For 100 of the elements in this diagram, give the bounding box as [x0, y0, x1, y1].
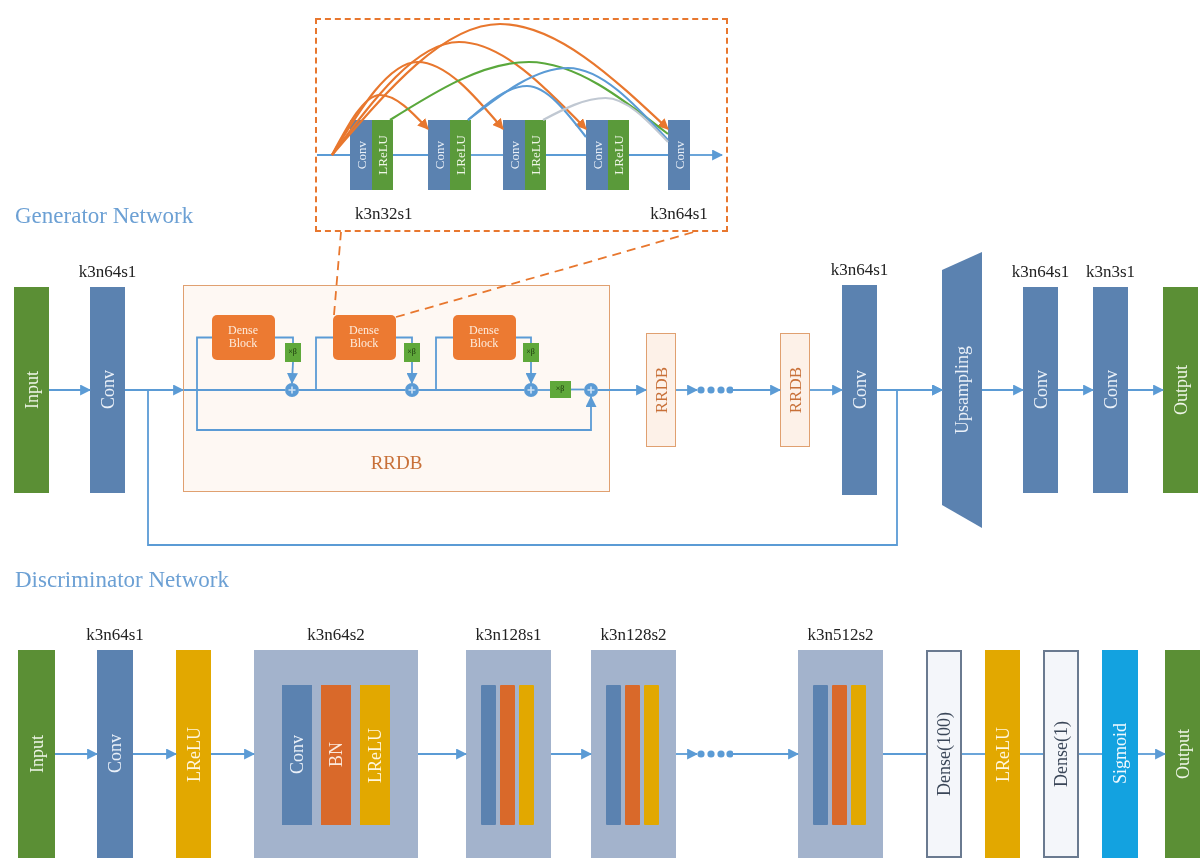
layer-label: Dense(100)	[935, 712, 953, 796]
connector-line	[274, 336, 294, 344]
layer-spec-label: k3n64s1	[650, 204, 708, 224]
rrdb-container	[183, 285, 610, 492]
connector-line	[570, 388, 585, 391]
activation-layer	[608, 120, 629, 190]
layer-label: ×β	[288, 347, 297, 357]
layer-label: RRDB	[786, 366, 804, 414]
layer-label: Conv	[288, 735, 306, 775]
arrow	[675, 384, 699, 396]
layer-label: Output	[1171, 365, 1190, 415]
curved-line	[542, 96, 669, 143]
input-block	[18, 650, 55, 858]
layer-spec-label: k3n32s1	[355, 204, 413, 224]
dense-block	[332, 314, 396, 360]
connector-line	[537, 389, 551, 391]
layer-label: Conv	[672, 140, 686, 170]
layer-label: LReLU	[993, 726, 1012, 782]
arrow	[689, 149, 724, 161]
sum-node	[523, 382, 538, 397]
arrow	[48, 384, 92, 396]
arrow	[132, 748, 178, 760]
curved-arrow	[331, 40, 587, 156]
arrow	[809, 384, 844, 396]
activation-bar	[851, 685, 866, 825]
arrow	[210, 748, 256, 760]
layer-label: Conv	[106, 734, 124, 774]
rrdb-block	[646, 333, 676, 447]
activation-bar	[519, 685, 534, 825]
arrow	[54, 748, 99, 760]
layer-label: Dense(1)	[1052, 721, 1070, 787]
sum-node	[284, 382, 299, 397]
connector-line	[882, 753, 927, 755]
arrow	[406, 361, 418, 385]
layer-label: Conv	[507, 140, 521, 170]
layer-spec-label: k3n64s1	[78, 262, 137, 282]
scale-box	[522, 342, 539, 362]
section-title: Generator Network	[15, 203, 194, 229]
leader-line	[333, 231, 695, 318]
sum-node	[404, 382, 419, 397]
connector-line	[961, 753, 986, 755]
arrow	[1057, 384, 1095, 396]
output-block	[1165, 650, 1200, 858]
connector-line	[316, 154, 351, 156]
connector-line	[395, 336, 413, 344]
arrow	[287, 361, 298, 385]
upsampling-layer	[942, 252, 982, 528]
dense-layer	[1043, 650, 1079, 858]
connector-line	[545, 154, 587, 156]
arrow	[981, 384, 1025, 396]
curved-arrow	[331, 22, 669, 156]
layer-label: Conv	[1031, 370, 1050, 410]
arrow	[417, 748, 468, 760]
connector-line	[418, 389, 525, 391]
curved-line	[467, 66, 669, 141]
layer-label: BN	[327, 742, 345, 768]
layer-label: LReLU	[376, 135, 389, 175]
layer-label: Dense Block	[348, 324, 380, 350]
activation-layer	[176, 650, 211, 858]
conv-layer	[428, 120, 450, 190]
batchnorm-bar	[500, 685, 515, 825]
connector-line	[470, 154, 504, 156]
arrow	[1137, 748, 1167, 760]
layer-label: LReLU	[366, 727, 384, 783]
arrow	[550, 748, 593, 760]
connector-line	[628, 154, 669, 156]
layer-label: Input	[22, 371, 41, 409]
scale-box	[403, 342, 420, 362]
conv-layer	[503, 120, 525, 190]
layer-spec-label: k3n128s1	[475, 625, 542, 645]
activation-layer	[360, 685, 390, 825]
conv-bar	[813, 685, 828, 825]
conv-bar	[606, 685, 621, 825]
batchnorm-bar	[625, 685, 640, 825]
scale-box	[549, 380, 571, 398]
activation-layer	[985, 650, 1020, 858]
layer-label: Output	[1173, 729, 1192, 779]
dense-layer	[926, 650, 962, 858]
layer-spec-label: k3n64s1	[1011, 262, 1070, 282]
arrow	[1127, 384, 1165, 396]
activation-bar	[644, 685, 659, 825]
connector-line	[1019, 753, 1044, 755]
input-block	[14, 287, 49, 493]
layer-label: Conv	[590, 140, 604, 170]
layer-spec-label: k3n512s2	[807, 625, 874, 645]
layer-spec-label: k3n64s1	[830, 260, 889, 280]
layer-label: RRDB	[370, 453, 423, 473]
layer-spec-label: k3n64s2	[307, 625, 365, 645]
batchnorm-bar	[832, 685, 847, 825]
layer-label: Input	[27, 735, 46, 773]
arrow	[597, 384, 648, 396]
arrow	[675, 748, 699, 760]
layer-spec-label: k3n128s2	[600, 625, 667, 645]
layer-label: LReLU	[454, 135, 467, 175]
conv-bar	[481, 685, 496, 825]
section-title: Discriminator Network	[15, 567, 229, 593]
connector-line	[298, 389, 406, 391]
layer-label: LReLU	[529, 135, 542, 175]
layer-label: Conv	[1101, 370, 1120, 410]
connector-line	[1078, 753, 1103, 755]
